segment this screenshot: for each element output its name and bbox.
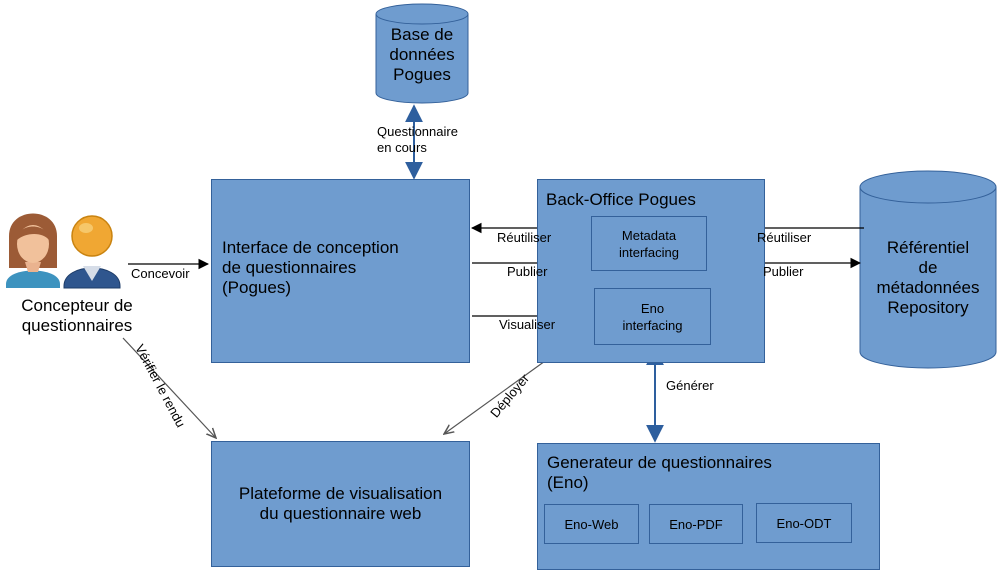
database-label: Base de données Pogues bbox=[389, 25, 455, 84]
edge-label-questionnaire-en-cours: Questionnaire en cours bbox=[377, 124, 458, 155]
female-user-icon bbox=[6, 213, 60, 288]
generator-title: Generateur de questionnaires (Eno) bbox=[547, 453, 772, 492]
edge-label-reutiliser-right: Réutiliser bbox=[757, 230, 812, 245]
male-user-icon bbox=[63, 215, 121, 289]
database-cylinder bbox=[375, 3, 469, 104]
edge-label-generer: Générer bbox=[666, 378, 714, 393]
eno-pdf-box: Eno-PDF bbox=[649, 504, 743, 544]
designer-label: Concepteur de questionnaires bbox=[21, 296, 133, 335]
eno-web-box: Eno-Web bbox=[544, 504, 639, 544]
edge-label-visualiser: Visualiser bbox=[499, 317, 556, 332]
edge-label-publier-right: Publier bbox=[763, 264, 804, 279]
design-interface-label: Interface de conception de questionnaire… bbox=[222, 238, 399, 297]
repository-label: Référentiel de métadonnées Repository bbox=[876, 238, 980, 317]
repository-cylinder bbox=[859, 170, 997, 369]
design-interface-box: Interface de conception de questionnaire… bbox=[211, 179, 470, 363]
platform-box: Plateforme de visualisation du questionn… bbox=[211, 441, 470, 567]
metadata-interfacing-box: Metadata interfacing bbox=[591, 216, 707, 271]
edge-label-reutiliser-left: Réutiliser bbox=[497, 230, 552, 245]
platform-label: Plateforme de visualisation du questionn… bbox=[238, 484, 443, 523]
edge-verifier bbox=[122, 337, 216, 438]
eno-interfacing-box: Eno interfacing bbox=[594, 288, 711, 345]
edge-label-publier-left: Publier bbox=[507, 264, 548, 279]
eno-odt-box: Eno-ODT bbox=[756, 503, 852, 543]
back-office-title: Back-Office Pogues bbox=[546, 190, 696, 209]
edge-label-concevoir: Concevoir bbox=[131, 266, 190, 281]
